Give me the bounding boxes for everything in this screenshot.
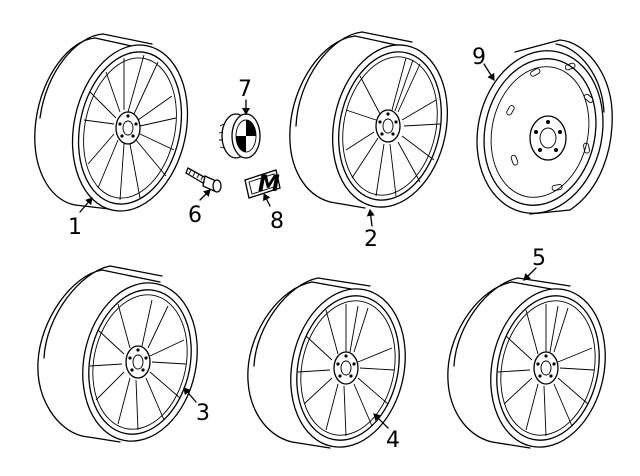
callout-3: 3 <box>196 401 210 426</box>
m-badge-text: M <box>258 172 280 197</box>
hub-cap-emblem-7 <box>218 113 261 159</box>
wheel-4 <box>247 277 406 449</box>
callout-8: 8 <box>270 209 284 234</box>
wheel-1 <box>34 33 189 212</box>
wheel-2 <box>289 31 449 209</box>
callout-6: 6 <box>188 203 202 228</box>
m-badge-8: M <box>244 169 281 199</box>
callout-2: 2 <box>364 227 378 252</box>
wheel-bolt-6 <box>185 167 222 193</box>
wheel-9-steel <box>476 39 613 215</box>
callout-7: 7 <box>238 77 252 102</box>
callout-4: 4 <box>386 428 400 453</box>
callout-1: 1 <box>68 215 82 240</box>
callout-5: 5 <box>532 246 546 271</box>
wheel-3 <box>37 265 198 443</box>
callout-9: 9 <box>472 45 486 70</box>
callout-labels: 1 2 3 4 5 6 7 8 9 <box>68 45 546 453</box>
wheel-5 <box>447 277 606 449</box>
leader-lines <box>79 63 537 429</box>
